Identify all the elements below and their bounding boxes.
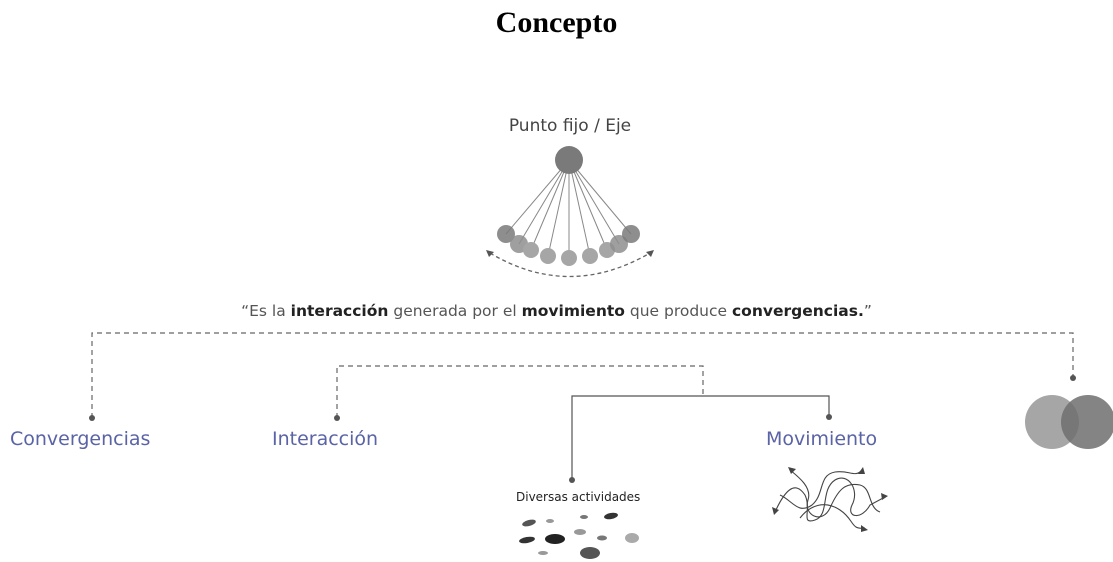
pivot-circle (555, 146, 583, 174)
arc-arrow-right-icon (646, 250, 654, 257)
movement-squiggle-icon (774, 469, 886, 529)
venn-circles-icon (1025, 395, 1113, 449)
dashed-connectors (91, 332, 1074, 418)
solid-connectors (571, 395, 830, 480)
movement-arrowheads-icon (772, 467, 888, 532)
quote-keyword-movimiento: movimiento (521, 302, 625, 320)
pendulum-strings (505, 159, 632, 258)
quote-keyword-interaccion: interacción (290, 302, 389, 320)
arc-arrow-left-icon (486, 250, 494, 257)
connector-dots (89, 375, 1076, 483)
label-interaccion: Interacción (272, 428, 379, 450)
label-diversas-actividades: Diversas actividades (516, 490, 641, 504)
quote-keyword-convergencias: convergencias. (731, 302, 864, 320)
pivot-label: Punto fijo / Eje (508, 116, 632, 136)
swing-arc (489, 252, 651, 278)
label-movimiento: Movimiento (766, 428, 878, 450)
label-convergencias: Convergencias (10, 428, 151, 450)
pendulum-balls (497, 225, 640, 266)
page-title: Concepto (495, 6, 618, 39)
concept-quote: “Es la interacción generada por el movim… (241, 302, 872, 320)
activities-blobs-icon (519, 512, 639, 559)
pendulum-illustration (486, 146, 654, 278)
